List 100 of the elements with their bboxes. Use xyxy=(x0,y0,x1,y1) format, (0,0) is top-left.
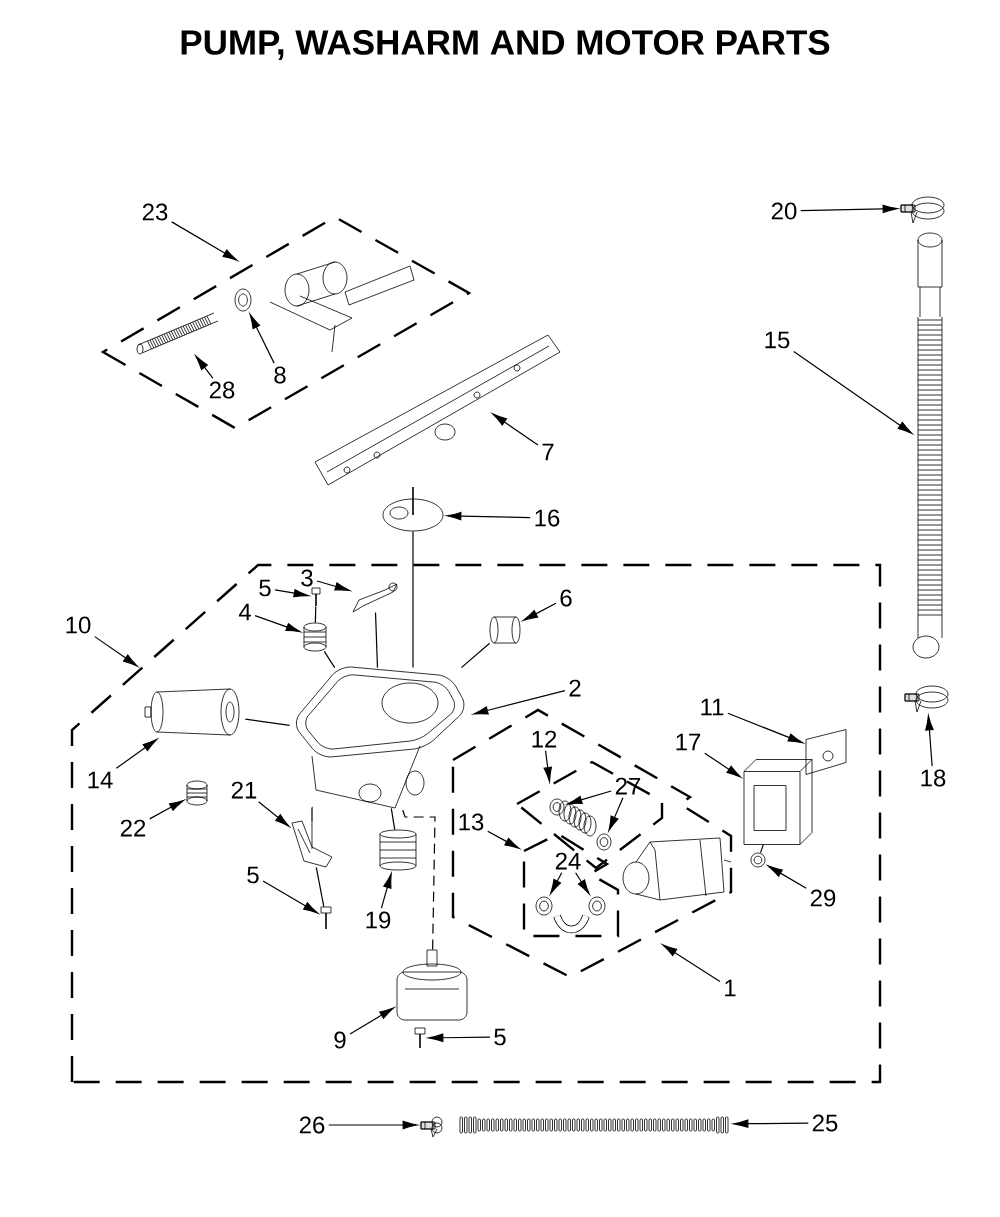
leader-arrow xyxy=(487,830,520,849)
ring-drawing xyxy=(588,896,606,916)
leader-arrow xyxy=(473,690,566,715)
ring-drawing xyxy=(549,798,565,816)
callout-number: 13 xyxy=(459,813,484,831)
callout-number: 26 xyxy=(299,1116,325,1134)
ring-drawing xyxy=(596,833,612,851)
callout-number: 15 xyxy=(765,331,790,349)
callout-number: 21 xyxy=(231,781,257,799)
leader-arrow xyxy=(575,872,590,895)
callout-number: 16 xyxy=(535,509,560,527)
leader-arrow xyxy=(257,801,290,827)
sensor-drawing xyxy=(303,622,327,652)
leader-arrow xyxy=(727,712,803,744)
leader-arrow xyxy=(608,797,624,831)
alignment-line xyxy=(315,866,325,908)
screw-drawing xyxy=(750,852,766,868)
leader-arrow xyxy=(254,615,301,633)
screw-drawing xyxy=(320,906,332,930)
disc-drawing xyxy=(382,486,444,532)
alignment-line xyxy=(323,650,336,669)
callout-number: 12 xyxy=(532,730,557,748)
alignment-line xyxy=(244,718,291,726)
leader-arrow xyxy=(767,865,807,889)
cap-drawing xyxy=(489,616,521,644)
callout-number: 5 xyxy=(247,866,259,884)
callout-number: 18 xyxy=(921,769,946,787)
leader-arrow xyxy=(662,944,721,983)
callout-number: 9 xyxy=(334,1031,346,1049)
alignment-line xyxy=(460,642,491,669)
leader-arrow xyxy=(171,221,238,261)
callout-number: 5 xyxy=(494,1028,506,1046)
clip-drawing xyxy=(234,288,252,312)
alignment-line xyxy=(390,807,396,831)
leader-arrow xyxy=(543,750,552,782)
sump-drawing xyxy=(296,666,465,809)
callout-number: 23 xyxy=(142,203,168,221)
callout-number: 3 xyxy=(301,569,313,587)
plate-drawing xyxy=(805,729,847,775)
hose-clamp-drawing xyxy=(420,1116,443,1138)
alignment-line xyxy=(759,844,764,854)
callout-number: 19 xyxy=(366,911,391,929)
leader-arrow xyxy=(793,351,913,434)
leader-arrow xyxy=(149,799,184,820)
callout-number: 17 xyxy=(676,733,701,751)
leader-arrow xyxy=(316,580,350,591)
callout-number: 20 xyxy=(771,202,797,220)
leader-arrow xyxy=(733,1119,809,1128)
leader-arrow xyxy=(328,1120,418,1130)
bracket-drawing xyxy=(743,759,813,845)
bracket-drawing xyxy=(291,820,333,868)
spray-arm-drawing xyxy=(314,334,561,486)
valve-drawing xyxy=(379,829,417,871)
leader-arrow xyxy=(567,790,612,805)
leader-arrow xyxy=(523,602,557,621)
callout-number: 1 xyxy=(725,979,736,997)
callout-number: 11 xyxy=(701,698,724,716)
leader-arrow xyxy=(349,1007,395,1035)
screw-drawing xyxy=(414,1027,426,1049)
leader-arrow xyxy=(274,589,309,598)
callout-number: 25 xyxy=(812,1114,838,1132)
housing-drawing xyxy=(396,949,468,1021)
leader-arrow xyxy=(446,511,531,521)
leader-arrow xyxy=(428,1033,491,1042)
assembly-outline xyxy=(522,832,620,938)
callout-number: 28 xyxy=(209,381,235,399)
leader-arrow xyxy=(704,752,742,778)
leader-arrow xyxy=(550,872,563,894)
leader-arrow xyxy=(262,880,319,914)
drain-hose-drawing xyxy=(912,232,943,659)
alignment-line xyxy=(401,807,436,951)
leader-arrow xyxy=(195,355,214,379)
callout-number: 7 xyxy=(542,443,554,461)
ring-drawing xyxy=(535,896,553,916)
title: PUMP, WASHARM AND MOTOR PARTS xyxy=(181,30,830,60)
leader-arrow xyxy=(925,715,934,767)
leader-arrow xyxy=(380,873,392,909)
callout-number: 24 xyxy=(555,852,581,870)
hose-clamp-drawing xyxy=(904,685,949,713)
leader-arrow xyxy=(115,738,158,769)
leader-arrow xyxy=(249,314,275,364)
screw-drawing xyxy=(311,587,321,607)
callout-number: 2 xyxy=(569,679,581,697)
callout-number: 22 xyxy=(120,819,146,837)
alignment-line xyxy=(374,611,379,669)
callout-number: 14 xyxy=(88,771,113,789)
callout-number: 29 xyxy=(810,889,836,907)
callout-number: 10 xyxy=(66,616,91,634)
motor-drawing xyxy=(144,688,240,736)
callout-number: 6 xyxy=(560,589,572,607)
callout-number: 27 xyxy=(615,777,641,795)
alignment-line xyxy=(412,530,414,669)
alignment-line xyxy=(314,605,317,624)
leader-arrow xyxy=(492,413,539,446)
callout-number: 8 xyxy=(274,366,286,384)
lever-drawing xyxy=(352,582,398,613)
callout-number: 4 xyxy=(238,603,251,621)
hose-clamp-drawing xyxy=(900,196,945,224)
filter-tube-drawing xyxy=(136,312,219,355)
plug-drawing xyxy=(186,780,208,806)
